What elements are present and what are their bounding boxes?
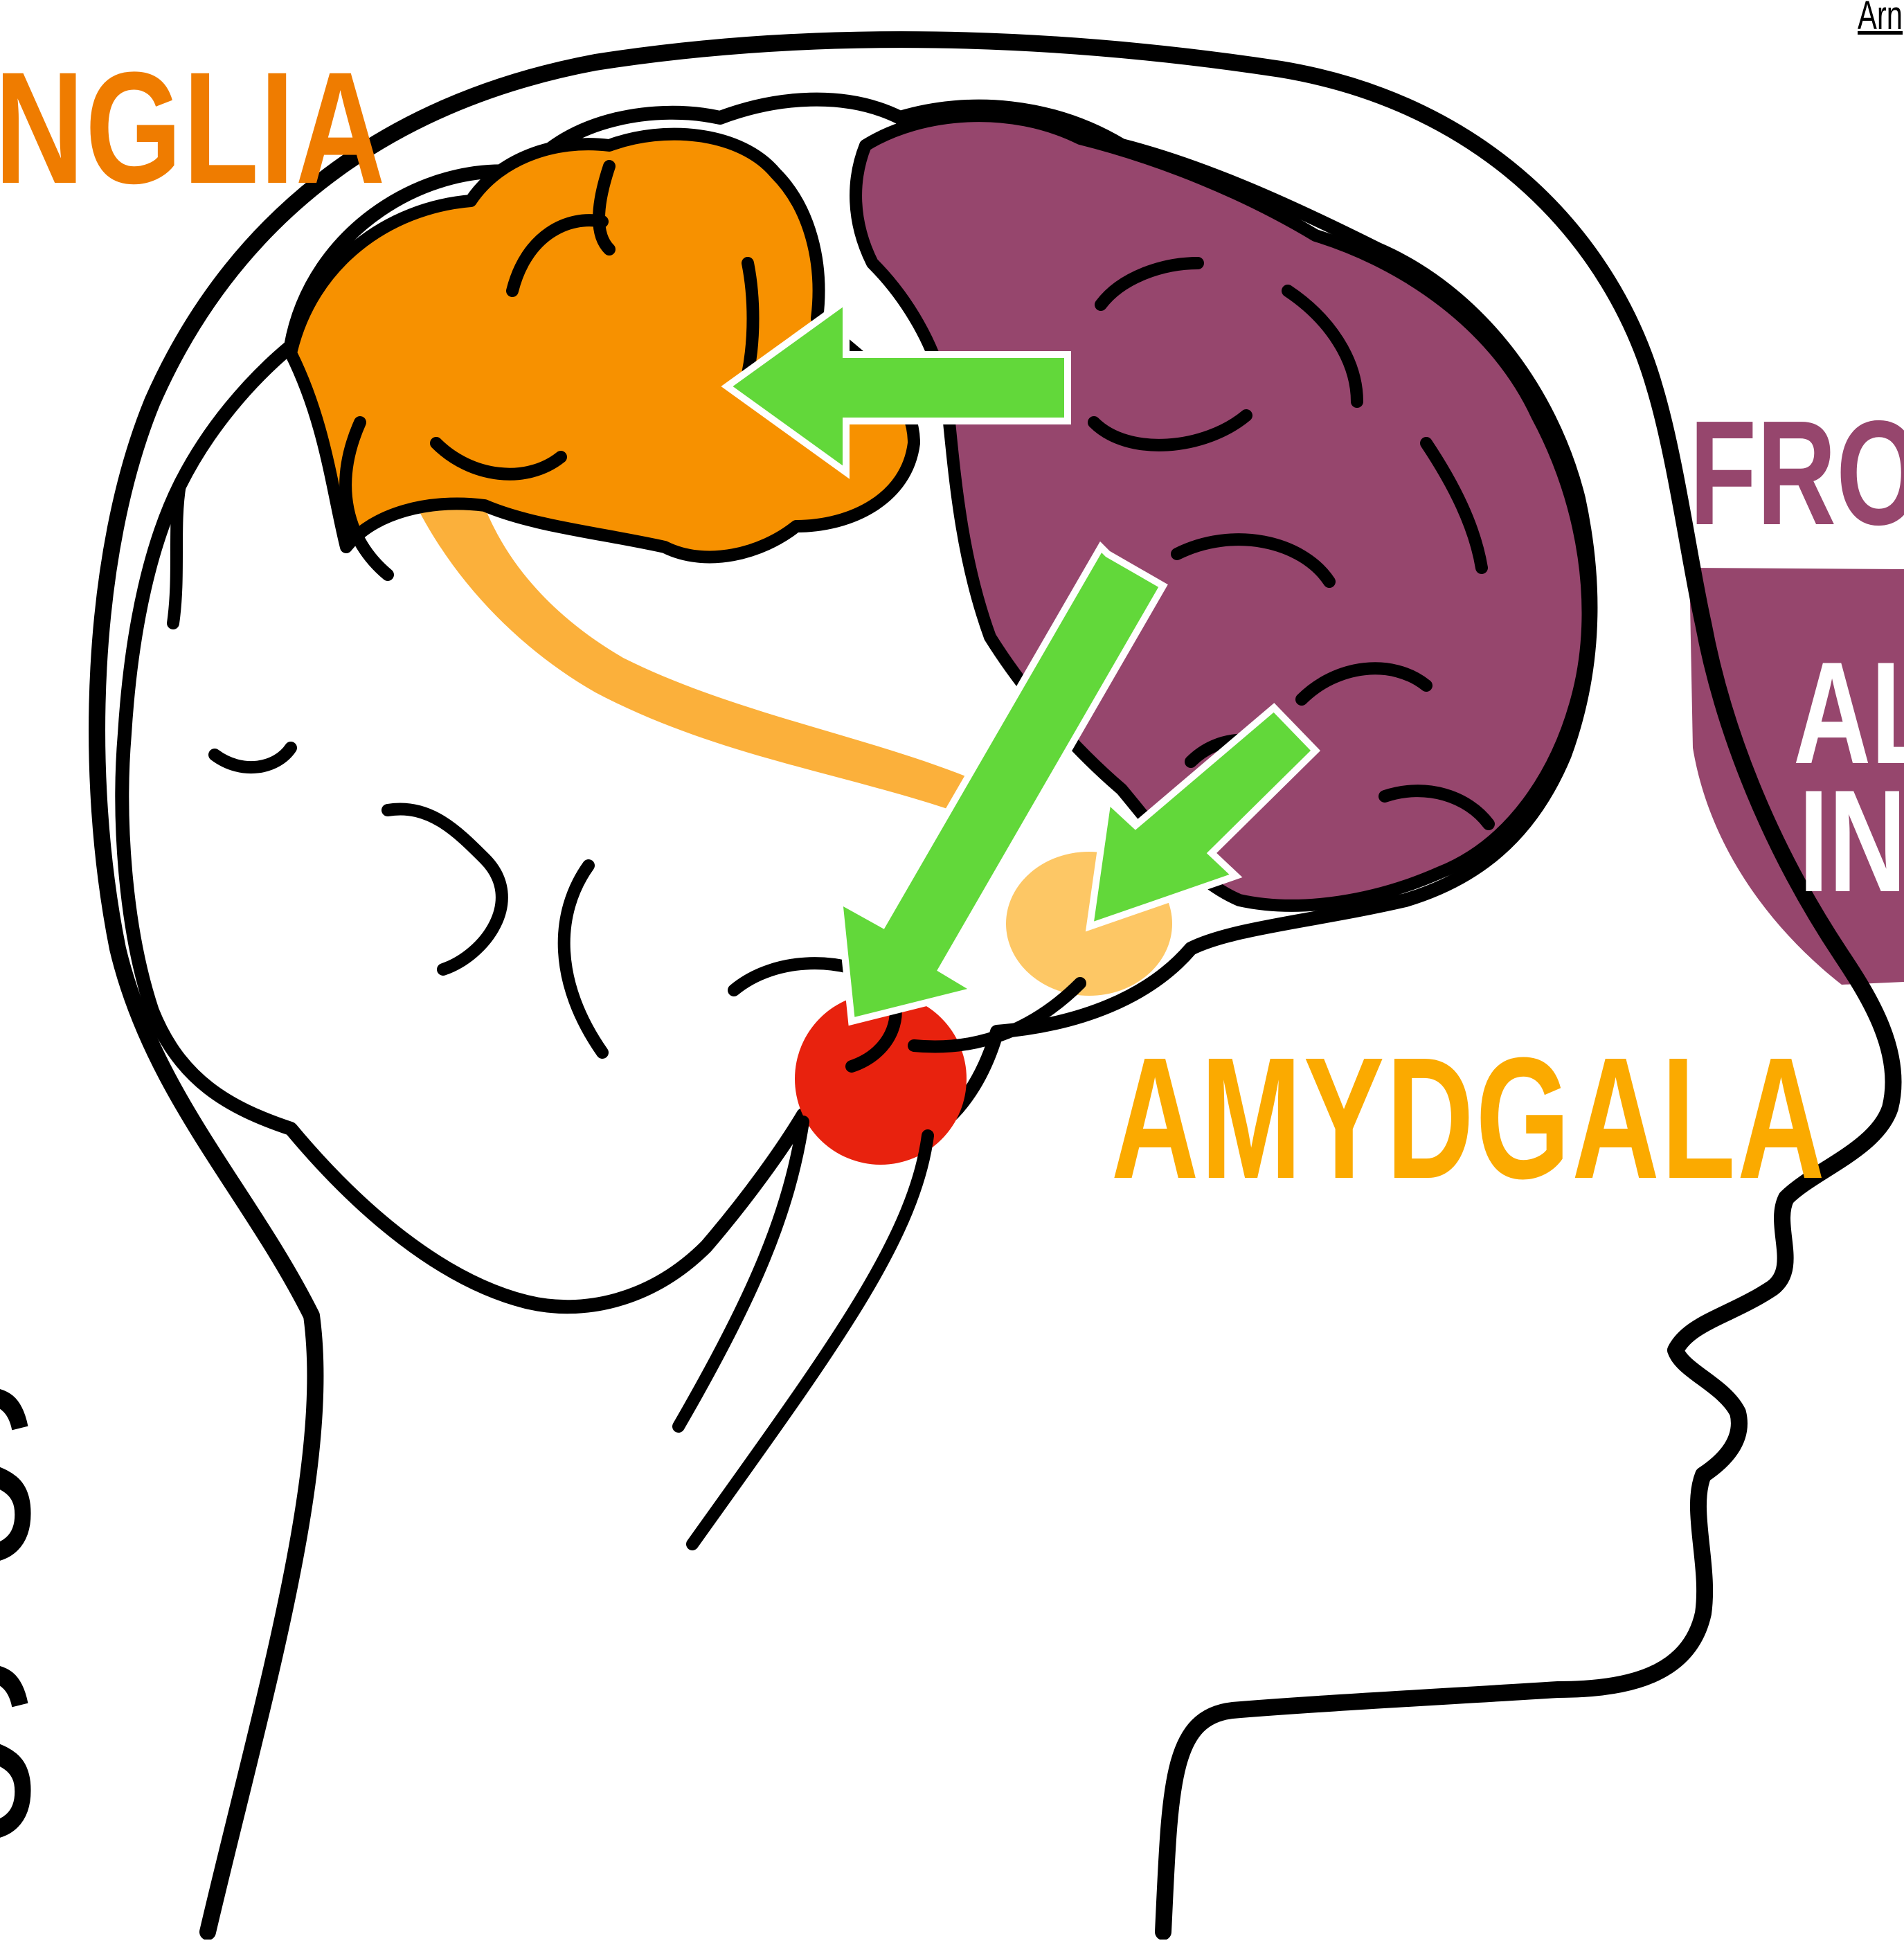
left-text-fragment-bottom: S xyxy=(0,1627,39,1877)
brainstem-spot xyxy=(795,993,967,1165)
left-text-fragment-top: S xyxy=(0,1350,39,1600)
panel-text-line2: IN xyxy=(1799,769,1904,914)
basal-ganglia-label: NGLIA xyxy=(0,48,386,208)
frontal-lobe-label: FRO xyxy=(1689,398,1904,547)
corner-link[interactable]: Arn xyxy=(1858,0,1903,36)
amygdala-label: AMYDGALA xyxy=(1111,1032,1826,1205)
